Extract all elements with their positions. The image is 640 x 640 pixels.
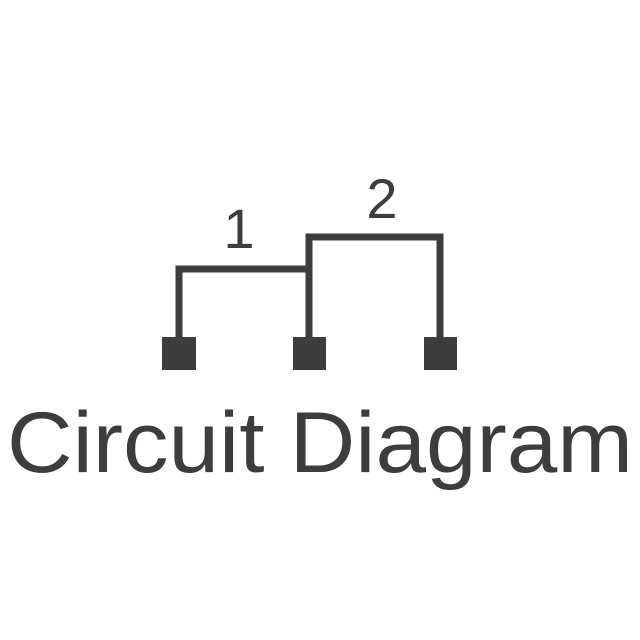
wire-connection-1: [175, 265, 309, 338]
pin-1: [162, 337, 196, 370]
diagram-title: Circuit Diagram: [7, 395, 633, 491]
pin-2: [293, 337, 326, 370]
connection-label-1: 1: [223, 197, 254, 260]
pin-3: [424, 337, 457, 370]
wire-connection-2: [305, 233, 444, 338]
connection-label-2: 2: [366, 167, 397, 230]
